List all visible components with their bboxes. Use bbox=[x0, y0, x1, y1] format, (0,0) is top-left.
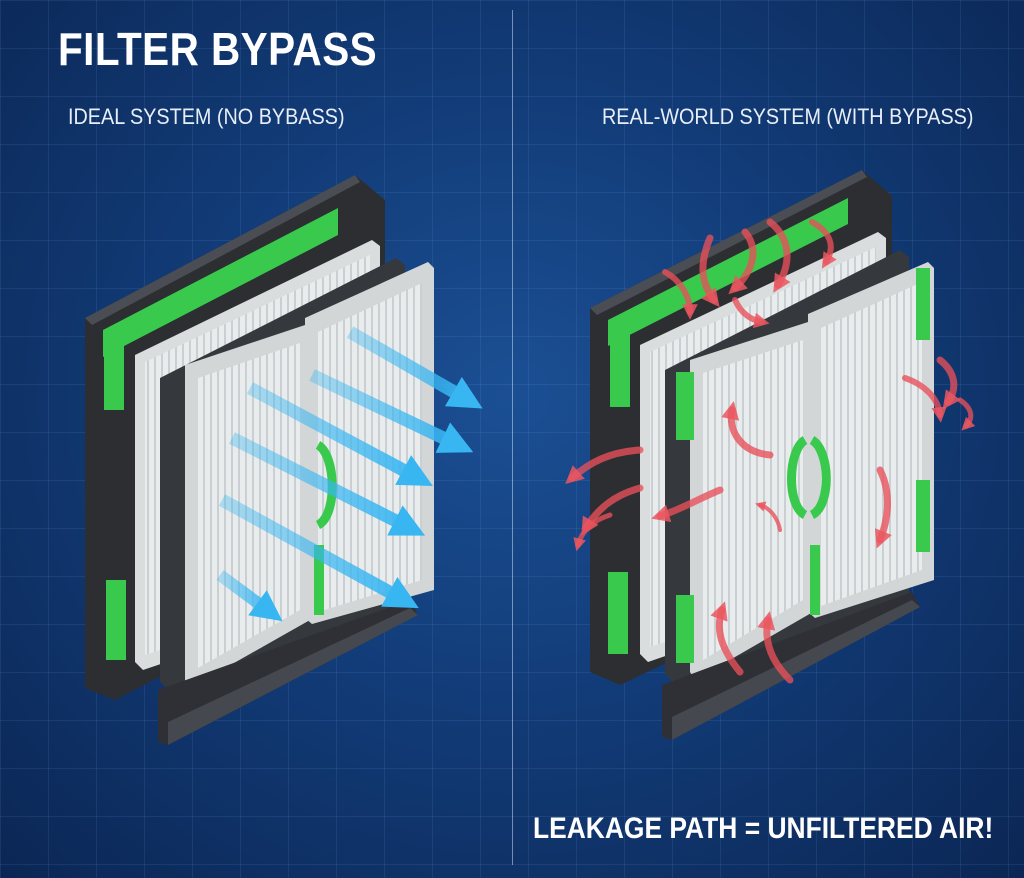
real-bottom-gasket bbox=[608, 572, 628, 654]
bypass-air-arrow bbox=[728, 228, 757, 295]
leakage-caption: LEAKAGE PATH = UNFILTERED AIR! bbox=[533, 812, 994, 845]
ideal-bottom-gasket bbox=[106, 580, 126, 660]
bypass-air-arrow bbox=[710, 601, 744, 676]
clean-air-arrow bbox=[346, 326, 483, 409]
page-title: FILTER BYPASS bbox=[58, 23, 378, 75]
bypass-air-arrow bbox=[732, 297, 770, 329]
bypass-air-arrow bbox=[936, 356, 961, 410]
bypass-air-arrow bbox=[902, 375, 947, 423]
clean-air-arrow bbox=[246, 382, 433, 486]
panel-divider bbox=[512, 10, 513, 865]
bypass-air-arrow bbox=[766, 218, 791, 293]
bypass-air-arrow bbox=[755, 501, 782, 532]
clean-air-arrow bbox=[309, 369, 474, 453]
ideal-panel-title: IDEAL SYSTEM (NO BYBASS) bbox=[68, 104, 345, 129]
bypass-air-arrow bbox=[662, 269, 698, 320]
real-panel-title: REAL-WORLD SYSTEM (WITH BYPASS) bbox=[602, 104, 974, 129]
ideal-side-gasket bbox=[104, 330, 124, 410]
real-center-gasket bbox=[809, 436, 831, 520]
bypass-air-arrow bbox=[699, 234, 720, 308]
bypass-air-arrow bbox=[573, 512, 613, 552]
real-filter-assembly bbox=[590, 170, 934, 740]
real-top-gasket bbox=[608, 198, 848, 346]
clean-air-arrow bbox=[218, 494, 419, 609]
bypass-airflow-arrows bbox=[565, 218, 976, 684]
clean-airflow-arrows bbox=[216, 326, 483, 622]
bypass-air-arrow bbox=[809, 219, 837, 269]
clean-air-arrow bbox=[216, 570, 283, 622]
bypass-air-arrow bbox=[874, 466, 892, 549]
bypass-air-arrow bbox=[757, 611, 794, 684]
bypass-air-arrow bbox=[565, 446, 644, 485]
ideal-top-gasket bbox=[103, 208, 338, 357]
bypass-air-arrow bbox=[721, 401, 774, 459]
bypass-air-arrow bbox=[651, 486, 724, 523]
bypass-air-arrow bbox=[581, 484, 644, 536]
clean-air-arrow bbox=[229, 432, 426, 536]
bypass-air-arrow bbox=[957, 397, 976, 431]
real-side-gasket bbox=[610, 322, 630, 407]
